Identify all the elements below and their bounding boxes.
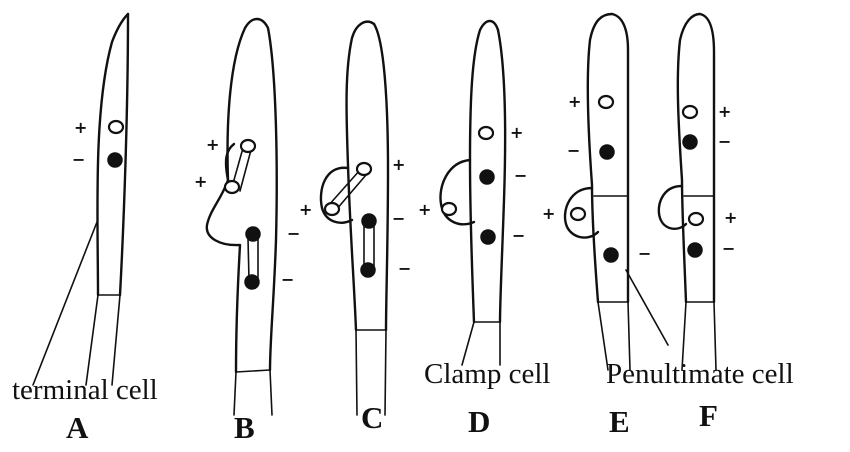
hypha-a-nucleus-minus bbox=[108, 153, 122, 167]
hypha-d-sign-minus-2: − bbox=[512, 226, 525, 245]
hypha-d-sign-plus-2: + bbox=[418, 200, 431, 219]
hypha-b: + + − − bbox=[194, 19, 300, 415]
hypha-e-sign-plus-1: + bbox=[568, 92, 581, 111]
hypha-b-nucleus-plus-lower bbox=[225, 181, 239, 193]
hypha-a-side-branch bbox=[33, 222, 97, 385]
hypha-f-nucleus-plus-upper bbox=[683, 106, 697, 118]
hypha-b-sign-minus-2: − bbox=[281, 270, 294, 289]
hypha-d-nucleus-plus-main bbox=[479, 127, 493, 139]
hypha-d-nucleus-minus-upper bbox=[480, 170, 494, 184]
hypha-b-lower-left bbox=[234, 372, 236, 415]
hypha-a-sign-plus: + bbox=[74, 118, 87, 137]
hypha-f-sign-plus-2: + bbox=[724, 208, 737, 227]
hypha-b-nucleus-minus-lower bbox=[245, 275, 259, 289]
caption-terminal-cell: terminal cell bbox=[12, 374, 158, 407]
hypha-d-nucleus-plus-clamp bbox=[442, 203, 456, 215]
hypha-f-wall-right bbox=[700, 14, 714, 302]
hypha-a-lower-left bbox=[86, 295, 98, 385]
caption-penultimate-cell: Penultimate cell bbox=[606, 358, 794, 391]
hypha-f-nucleus-plus-lower bbox=[689, 213, 703, 225]
hypha-e-nucleus-minus-upper bbox=[600, 145, 614, 159]
hypha-c-sign-minus-2: − bbox=[398, 259, 411, 278]
hypha-c-wall-left bbox=[347, 22, 374, 330]
hypha-c-lower-right bbox=[385, 330, 386, 415]
hypha-b-sign-plus-2: + bbox=[194, 172, 207, 191]
hypha-d: + + − − bbox=[418, 21, 527, 365]
hypha-b-spindle-lower-a bbox=[248, 238, 249, 280]
hypha-b-spindle-upper-b bbox=[240, 150, 251, 191]
hypha-a: + − bbox=[33, 14, 128, 385]
hypha-c-sign-plus-1: + bbox=[392, 155, 405, 174]
hypha-e-sign-plus-2: + bbox=[542, 204, 555, 223]
stage-letter-d: D bbox=[468, 404, 490, 440]
hypha-d-nucleus-minus-lower bbox=[481, 230, 495, 244]
hypha-a-nucleus-plus bbox=[109, 121, 123, 133]
hypha-f-wall-left bbox=[678, 14, 700, 302]
caption-clamp-cell: Clamp cell bbox=[424, 358, 550, 391]
hypha-e-nucleus-minus-lower bbox=[604, 248, 618, 262]
hypha-b-lower-right bbox=[270, 370, 272, 415]
hypha-a-sign-minus: − bbox=[72, 150, 85, 169]
hypha-d-sign-minus-1: − bbox=[514, 166, 527, 185]
stage-letter-b: B bbox=[234, 410, 255, 446]
stage-letter-c: C bbox=[361, 400, 383, 436]
hypha-e-sign-minus-1: − bbox=[567, 141, 580, 160]
hypha-f-sign-plus-1: + bbox=[718, 102, 731, 121]
hypha-c-nucleus-minus-upper bbox=[362, 214, 376, 228]
hypha-e-side-branch bbox=[626, 270, 668, 345]
hypha-c-sign-plus-2: + bbox=[299, 200, 312, 219]
hypha-a-wall-right bbox=[120, 14, 128, 295]
hypha-c-nucleus-plus-upper bbox=[357, 163, 371, 175]
hypha-e-nucleus-plus-clamp bbox=[571, 208, 585, 220]
hypha-c-wall-right bbox=[374, 24, 388, 330]
hypha-b-sign-minus-1: − bbox=[287, 224, 300, 243]
hypha-c-lower-left bbox=[356, 330, 357, 415]
hypha-e: + + − − bbox=[542, 14, 668, 370]
stage-letter-a: A bbox=[66, 410, 88, 446]
hypha-f-nucleus-minus-lower bbox=[688, 243, 702, 257]
hypha-c-nucleus-plus-clamp bbox=[325, 203, 339, 215]
hypha-f-sign-minus-2: − bbox=[722, 239, 735, 258]
hypha-b-nucleus-plus-upper bbox=[241, 140, 255, 152]
hypha-c: + + − − bbox=[299, 22, 411, 415]
hypha-c-sign-minus-1: − bbox=[392, 209, 405, 228]
hypha-a-lower-right bbox=[112, 295, 120, 385]
hypha-d-sign-plus-1: + bbox=[510, 123, 523, 142]
hypha-b-septum bbox=[236, 370, 270, 372]
hypha-b-outline bbox=[207, 19, 277, 372]
hypha-f: + + − − bbox=[659, 14, 738, 370]
stage-letter-e: E bbox=[609, 404, 630, 440]
hypha-b-sign-plus-1: + bbox=[206, 135, 219, 154]
hypha-c-nucleus-minus-lower bbox=[361, 263, 375, 277]
hypha-e-nucleus-plus-main bbox=[599, 96, 613, 108]
hypha-d-wall-right bbox=[498, 30, 505, 322]
hypha-f-nucleus-minus-upper bbox=[683, 135, 697, 149]
hypha-b-nucleus-minus-upper bbox=[246, 227, 260, 241]
hypha-f-sign-minus-1: − bbox=[718, 132, 731, 151]
stage-letter-f: F bbox=[699, 398, 718, 434]
hypha-e-sign-minus-2: − bbox=[638, 244, 651, 263]
